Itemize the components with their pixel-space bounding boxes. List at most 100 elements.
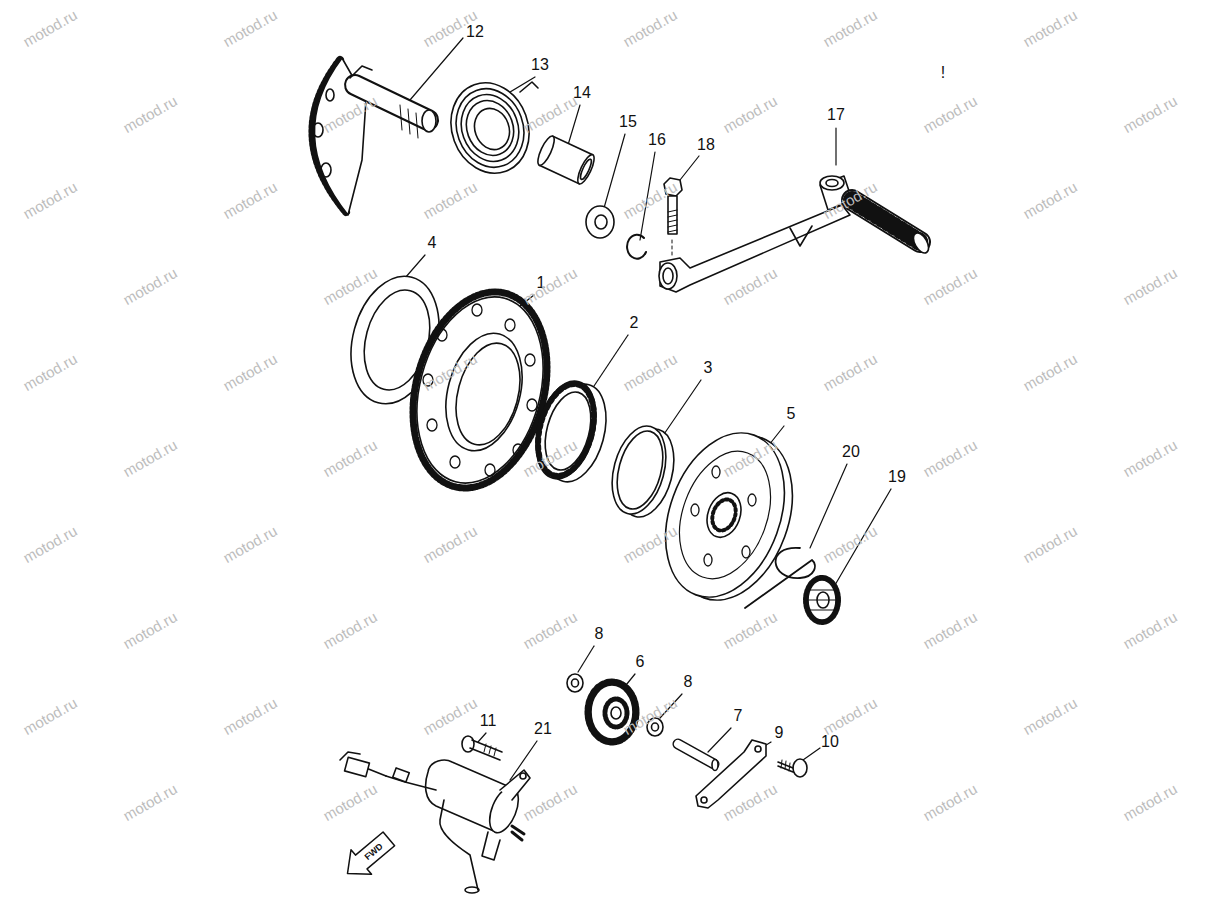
watermark: motod.ru [221, 695, 280, 738]
watermark: motod.ru [921, 93, 980, 136]
retainer-plate [701, 797, 707, 803]
watermark: motod.ru [921, 437, 980, 480]
starter-motor [440, 800, 478, 890]
idler-gear [588, 682, 636, 742]
clutch-plate [663, 439, 787, 592]
watermark: motod.ru [821, 351, 880, 394]
watermark: motod.ru [521, 265, 580, 308]
shaft-pin [712, 760, 718, 771]
watermark: motod.ru [121, 93, 180, 136]
bushing [535, 134, 597, 186]
bolt [664, 178, 682, 256]
kick-shaft [350, 66, 372, 78]
idler-gear [611, 707, 621, 719]
clutch-plate [644, 416, 806, 613]
kick-shaft [422, 110, 436, 132]
kick-shaft [313, 123, 323, 137]
watermark: motod.ru [421, 351, 480, 394]
callout-number: 17 [827, 107, 845, 123]
clutch-plate [704, 554, 712, 566]
leader-line [604, 134, 625, 208]
callout-number: 16 [648, 132, 666, 148]
spring [452, 86, 528, 169]
idler-gear [591, 685, 633, 739]
starter-motor [465, 887, 479, 893]
callout-number: 10 [821, 734, 839, 750]
callout-number: 8 [684, 674, 693, 690]
spring [439, 72, 542, 184]
callout-number: 6 [636, 654, 645, 670]
direction-label: FWD [363, 842, 384, 862]
callout-number: 12 [466, 24, 484, 40]
callout-number: 1 [537, 275, 546, 291]
leader-line [708, 728, 731, 752]
callout-number: 2 [630, 315, 639, 331]
watermark: motod.ru [1121, 781, 1180, 824]
leader-line [578, 646, 594, 672]
leader-line [680, 156, 699, 180]
starter-motor [366, 768, 386, 776]
shaft-pin [678, 744, 714, 764]
screw [781, 760, 790, 771]
washer [652, 723, 659, 731]
watermark: motod.ru [1021, 351, 1080, 394]
watermark: motod.ru [821, 7, 880, 50]
watermark: motod.ru [921, 609, 980, 652]
watermark: motod.ru [921, 781, 980, 824]
direction-arrow [337, 827, 399, 886]
washer [595, 215, 607, 229]
watermark: motod.ru [1021, 523, 1080, 566]
spring [439, 72, 542, 184]
direction-arrow [337, 827, 399, 886]
starter-gear [527, 399, 537, 411]
watermark: motod.ru [321, 609, 380, 652]
watermark: motod.ru [421, 523, 480, 566]
one-way-clutch [529, 378, 604, 482]
kick-lever [660, 205, 850, 292]
starter-gear [450, 456, 460, 468]
leader-line [803, 748, 820, 760]
watermark: motod.ru [421, 179, 480, 222]
starter-gear [446, 336, 531, 452]
leader-line [478, 733, 486, 742]
leader-line [640, 152, 655, 240]
starter-gear [397, 283, 562, 498]
kick-lever [852, 200, 920, 242]
leader-line [810, 464, 847, 548]
watermark: motod.ru [1021, 7, 1080, 50]
watermark: motod.ru [621, 351, 680, 394]
callout-number: 20 [842, 444, 860, 460]
bushing [535, 134, 558, 167]
watermark: motod.ru [321, 781, 380, 824]
leader-line [410, 38, 463, 100]
clutch-plate [691, 466, 756, 566]
kick-shaft [312, 58, 436, 215]
callout-number: 21 [534, 721, 552, 737]
watermark: motod.ru [21, 179, 80, 222]
starter-motor [340, 752, 360, 760]
starter-motor [520, 773, 526, 779]
watermark: motod.ru [321, 265, 380, 308]
screw [793, 759, 807, 777]
watermark: motod.ru [521, 609, 580, 652]
callout-number: 3 [704, 360, 713, 376]
watermark: motod.ru [1021, 695, 1080, 738]
watermark: motod.ru [521, 437, 580, 480]
clutch-plate [742, 546, 750, 558]
starter-gear [427, 419, 437, 431]
watermark: motod.ru [221, 179, 280, 222]
callout-number: 19 [888, 469, 906, 485]
bolt [668, 196, 677, 234]
clutch-plate [701, 488, 747, 542]
starter-gear [505, 319, 515, 331]
callout-number: 7 [734, 708, 743, 724]
kick-shaft [400, 105, 418, 138]
starter-motor [500, 770, 530, 800]
leader-line [405, 255, 425, 278]
clutch-plate [691, 504, 699, 516]
watermark: motod.ru [221, 523, 280, 566]
spring [520, 82, 538, 92]
callout-number: 4 [428, 235, 437, 251]
